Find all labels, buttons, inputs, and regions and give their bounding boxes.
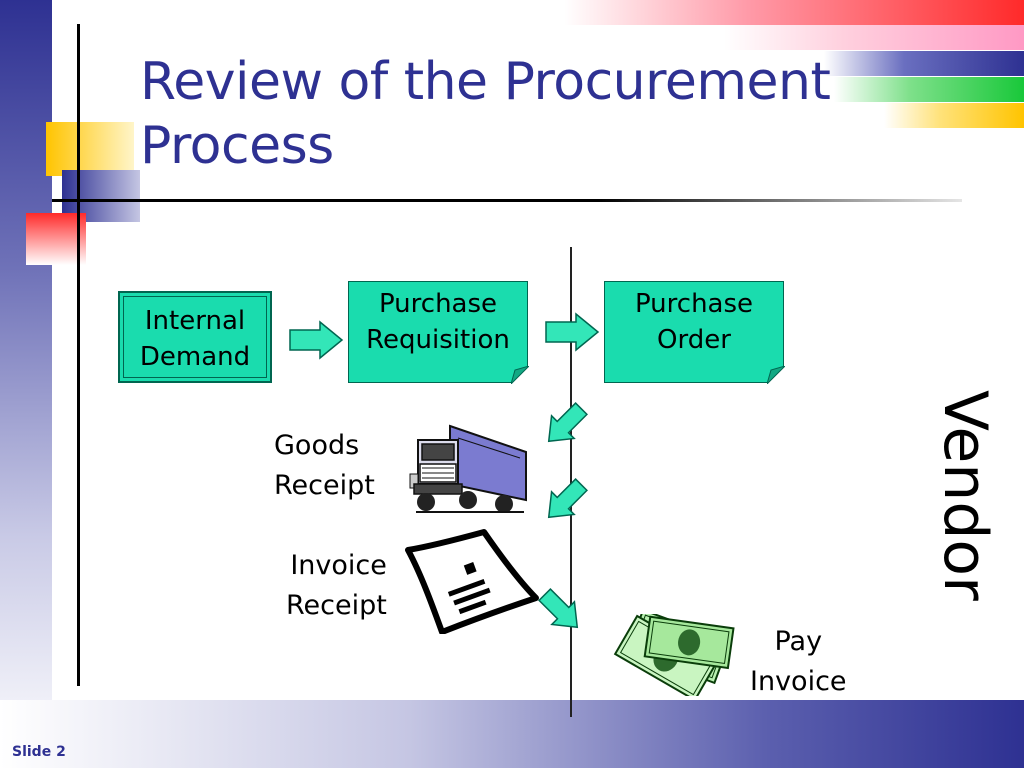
stripe-red: [564, 0, 1024, 25]
decor-square-red: [26, 213, 86, 265]
invoice-document-icon: [405, 529, 539, 634]
internal-demand-line-1: Internal: [144, 306, 246, 336]
title-vertical-rule: [77, 24, 80, 686]
decor-square-yellow: [46, 122, 134, 176]
invoice-receipt-label: Invoice Receipt: [286, 546, 387, 626]
truck-icon: [409, 424, 527, 513]
arrow-right-icon: [289, 320, 344, 360]
money-bills-icon: [613, 614, 735, 696]
internal-demand-line-2: Demand: [139, 342, 251, 372]
goods-receipt-line-2: Receipt: [274, 470, 375, 501]
internal-demand-box[interactable]: Internal Demand: [118, 291, 272, 383]
invoice-receipt-line-1: Invoice: [290, 550, 387, 581]
purchase-requisition-line-1: Purchase: [378, 289, 498, 319]
folded-corner-icon: [767, 366, 785, 384]
title-horizontal-rule: [52, 199, 962, 202]
stripe-green: [834, 77, 1024, 102]
purchase-requisition-box[interactable]: Purchase Requisition: [348, 281, 529, 384]
purchase-order-line-1: Purchase: [634, 289, 754, 319]
pay-invoice-line-1: Pay: [774, 626, 823, 657]
bottom-gradient-band: [0, 700, 1024, 768]
slide-number: Slide 2: [12, 744, 66, 760]
arrow-down-left-icon: [547, 478, 588, 519]
purchase-order-box[interactable]: Purchase Order: [604, 281, 785, 384]
goods-receipt-line-1: Goods: [274, 430, 360, 461]
purchase-requisition-line-2: Requisition: [366, 325, 510, 355]
left-gradient-band: [0, 0, 52, 768]
stripe-yellow: [884, 103, 1024, 128]
vendor-divider-line: [570, 247, 572, 717]
arrow-down-left-icon: [547, 402, 588, 443]
purchase-order-line-2: Order: [657, 325, 731, 355]
pay-invoice-line-2: Invoice: [750, 666, 847, 697]
stripe-pink: [724, 25, 1024, 50]
vendor-label: Vendor: [895, 390, 1007, 601]
stripe-blue: [824, 51, 1024, 76]
arrow-down-right-icon: [538, 588, 579, 629]
invoice-receipt-line-2: Receipt: [286, 590, 387, 621]
folded-corner-icon: [511, 366, 529, 384]
pay-invoice-label: Pay Invoice: [750, 622, 847, 702]
slide-title[interactable]: Review of the Procurement Process: [140, 52, 831, 176]
arrow-right-icon: [545, 312, 600, 352]
goods-receipt-label: Goods Receipt: [274, 426, 375, 506]
vendor-text: Vendor: [930, 390, 1000, 601]
